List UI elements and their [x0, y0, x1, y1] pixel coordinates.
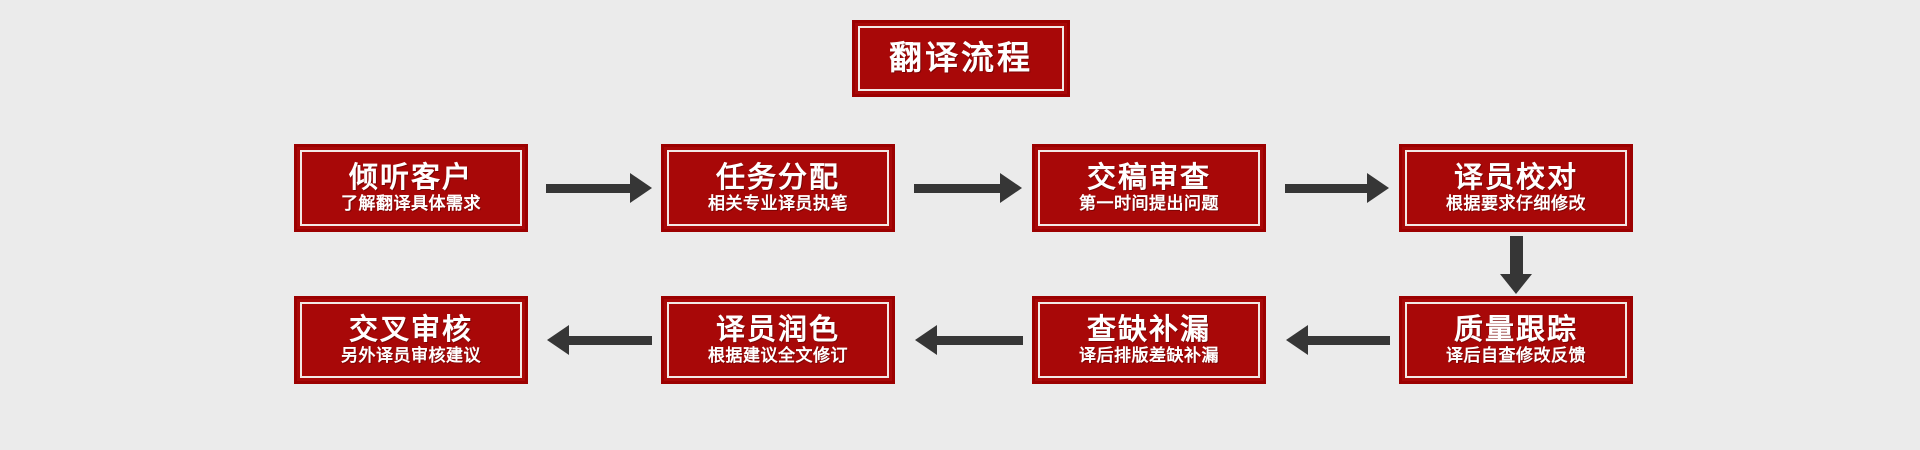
- arrow-row1-2-icon: [914, 173, 1022, 203]
- arrow-head: [1367, 173, 1389, 203]
- arrow-shaft: [1509, 236, 1523, 274]
- step-node-task-assignment: 任务分配 相关专业译员执笔: [661, 144, 895, 232]
- step-node-draft-review: 交稿审查 第一时间提出问题: [1032, 144, 1266, 232]
- step-node-translator-proofreading: 译员校对 根据要求仔细修改: [1399, 144, 1633, 232]
- arrow-row2-1-icon: [1286, 325, 1390, 355]
- arrow-row2-2-icon: [915, 325, 1023, 355]
- step-title: 查缺补漏: [1086, 311, 1211, 346]
- step-title: 质量跟踪: [1453, 311, 1578, 346]
- step-inner: 译员润色 根据建议全文修订: [667, 302, 889, 378]
- step-inner: 译员校对 根据要求仔细修改: [1405, 150, 1627, 226]
- step-subtitle: 相关专业译员执笔: [708, 194, 848, 215]
- arrow-shaft: [1308, 335, 1390, 345]
- step-inner: 倾听客户 了解翻译具体需求: [300, 150, 522, 226]
- step-inner: 交叉审核 另外译员审核建议: [300, 302, 522, 378]
- arrow-row1-1-icon: [546, 173, 652, 203]
- arrow-head: [915, 325, 937, 355]
- step-subtitle: 了解翻译具体需求: [341, 194, 481, 215]
- step-subtitle: 根据要求仔细修改: [1446, 194, 1586, 215]
- step-node-listen-to-client: 倾听客户 了解翻译具体需求: [294, 144, 528, 232]
- flowchart-title-box: 翻译流程: [852, 20, 1070, 97]
- arrow-head: [547, 325, 569, 355]
- arrow-head: [630, 173, 652, 203]
- step-subtitle: 另外译员审核建议: [341, 346, 481, 367]
- arrow-down-right-icon: [1500, 236, 1532, 294]
- step-node-quality-tracking: 质量跟踪 译后自查修改反馈: [1399, 296, 1633, 384]
- step-node-gap-filling: 查缺补漏 译后排版差缺补漏: [1032, 296, 1266, 384]
- step-title: 译员校对: [1453, 159, 1578, 194]
- arrow-head: [1286, 325, 1308, 355]
- arrow-head: [1000, 173, 1022, 203]
- step-inner: 质量跟踪 译后自查修改反馈: [1405, 302, 1627, 378]
- step-subtitle: 译后自查修改反馈: [1446, 346, 1586, 367]
- step-subtitle: 译后排版差缺补漏: [1079, 346, 1219, 367]
- arrow-shaft: [914, 183, 1000, 193]
- arrow-head: [1500, 274, 1532, 294]
- step-subtitle: 根据建议全文修订: [708, 346, 848, 367]
- step-title: 任务分配: [715, 159, 840, 194]
- arrow-row2-3-icon: [547, 325, 652, 355]
- step-title: 倾听客户: [348, 159, 473, 194]
- arrow-shaft: [569, 335, 652, 345]
- flowchart-title-inner: 翻译流程: [858, 26, 1064, 91]
- step-node-translator-polish: 译员润色 根据建议全文修订: [661, 296, 895, 384]
- step-title: 译员润色: [715, 311, 840, 346]
- step-title: 交稿审查: [1086, 159, 1211, 194]
- flowchart-title-text: 翻译流程: [889, 38, 1033, 78]
- step-inner: 查缺补漏 译后排版差缺补漏: [1038, 302, 1260, 378]
- step-inner: 任务分配 相关专业译员执笔: [667, 150, 889, 226]
- step-inner: 交稿审查 第一时间提出问题: [1038, 150, 1260, 226]
- arrow-row1-3-icon: [1285, 173, 1389, 203]
- step-node-cross-review: 交叉审核 另外译员审核建议: [294, 296, 528, 384]
- arrow-shaft: [1285, 183, 1367, 193]
- arrow-shaft: [937, 335, 1023, 345]
- step-title: 交叉审核: [348, 311, 473, 346]
- arrow-shaft: [546, 183, 630, 193]
- step-subtitle: 第一时间提出问题: [1079, 194, 1219, 215]
